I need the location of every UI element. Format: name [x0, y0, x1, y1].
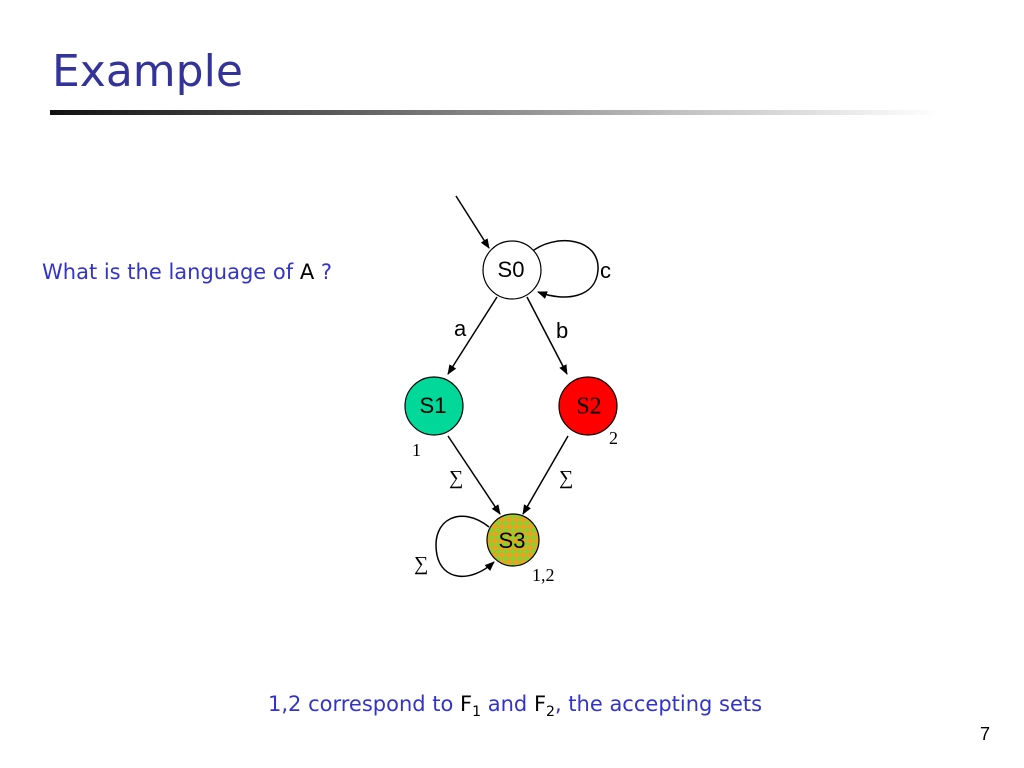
title-underline — [50, 110, 940, 115]
state-s3-label: S3 — [499, 528, 526, 553]
caption-suffix: , the accepting sets — [554, 692, 763, 716]
label-c: c — [600, 258, 611, 283]
transition-s1-s3 — [447, 435, 501, 515]
slide-title: Example — [52, 46, 243, 97]
caption-f2-sub: 2 — [546, 704, 555, 721]
state-s0-label: S0 — [498, 257, 525, 282]
s3-accepting-set: 1,2 — [532, 565, 555, 585]
transition-s3-s3 — [435, 515, 495, 577]
state-s2 — [558, 376, 618, 436]
question-variable: A — [299, 260, 315, 284]
state-s3 — [486, 513, 540, 567]
s2-accepting-set: 2 — [609, 428, 618, 448]
label-a: a — [454, 316, 467, 341]
caption-f2-letter: F — [533, 692, 547, 716]
state-s1 — [404, 376, 464, 436]
question-label: What is the language of — [42, 260, 294, 284]
state-s1-label: S1 — [420, 393, 447, 418]
label-sigma-s3-loop: ∑ — [414, 553, 428, 575]
caption-f1-sub: 1 — [472, 704, 482, 721]
caption-prefix: 1,2 correspond to — [268, 692, 454, 716]
caption-and: and — [487, 692, 528, 716]
label-sigma-s1-s3: ∑ — [449, 467, 463, 489]
transition-s2-s3 — [522, 435, 569, 515]
page-number: 7 — [979, 724, 990, 744]
state-s0 — [482, 240, 542, 300]
initial-arrow — [455, 195, 490, 249]
s1-accepting-set: 1 — [412, 440, 421, 460]
caption-f1-letter: F — [460, 692, 473, 716]
caption-f1: F1 — [460, 692, 481, 720]
caption: 1,2 correspond to F1 and F2, the accepti… — [268, 692, 762, 720]
label-sigma-s2-s3: ∑ — [559, 467, 573, 489]
transition-s0-s2 — [526, 296, 568, 375]
label-b: b — [556, 318, 568, 343]
caption-f2: F2 — [533, 692, 555, 720]
question-text: What is the language of A ? — [42, 260, 332, 284]
state-s2-label: S2 — [576, 394, 601, 420]
question-mark: ? — [320, 260, 333, 284]
transition-s0-s0 — [529, 240, 599, 299]
transition-s0-s1 — [447, 296, 498, 375]
